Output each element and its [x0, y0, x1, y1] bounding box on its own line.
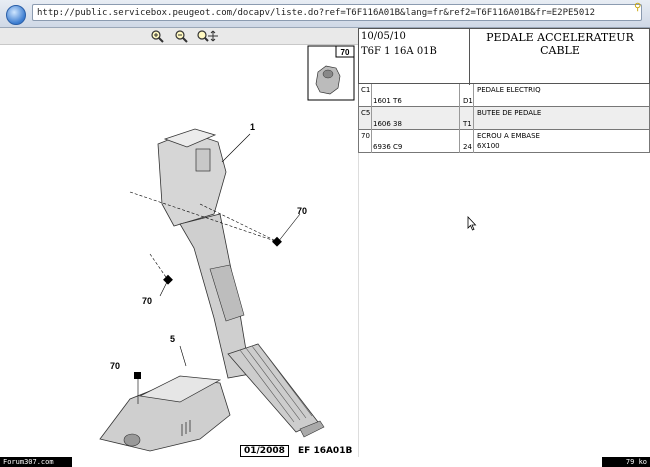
- status-bar: Forum307.com 79 ko: [0, 457, 650, 467]
- url-input[interactable]: http://public.servicebox.peugeot.com/doc…: [32, 4, 642, 21]
- pedal-assembly: [129, 128, 325, 438]
- footer-plate-code: EF 16A01B: [298, 446, 353, 456]
- parts-table: C1 1601 T6 D1 PEDALE ELECTRIQ C5 1606 38…: [358, 84, 650, 153]
- callout-70-left: 70: [142, 296, 152, 306]
- header-reference: T6F 1 16A 01B: [361, 46, 437, 57]
- callout-70-bottom: 70: [110, 361, 120, 371]
- mouse-cursor-icon: [467, 216, 477, 231]
- header-title: PEDALE ACCELERATEUR CABLE: [471, 31, 649, 57]
- part-extra: 6X100: [477, 142, 500, 150]
- part-description: ECROU A EMBASE: [477, 132, 540, 140]
- callout-70-right: 70: [297, 206, 307, 216]
- part-qty: 24: [463, 143, 472, 151]
- zoom-out-icon[interactable]: [174, 29, 190, 43]
- part-reference: 6936 C9: [373, 143, 403, 151]
- inset-label: 70: [341, 48, 350, 57]
- part-code: 70: [361, 132, 370, 140]
- zoom-in-icon[interactable]: [150, 29, 166, 43]
- part-qty: D1: [463, 97, 473, 105]
- callout-5: 5: [170, 334, 175, 344]
- drawing-viewer: 70: [0, 28, 359, 459]
- part-code: C5: [361, 109, 371, 117]
- title-line-1: PEDALE ACCELERATEUR: [486, 31, 634, 44]
- part-reference: 1601 T6: [373, 97, 402, 105]
- title-line-2: CABLE: [540, 44, 580, 57]
- url-text: http://public.servicebox.peugeot.com/doc…: [37, 8, 596, 18]
- part-code: C1: [361, 86, 371, 94]
- part-qty: T1: [463, 120, 472, 128]
- parts-drawing: 70: [99, 45, 355, 452]
- callout-1: 1: [250, 122, 255, 132]
- status-site: Forum307.com: [0, 457, 72, 467]
- globe-icon[interactable]: [6, 5, 26, 25]
- header-date: 10/05/10: [361, 31, 406, 42]
- table-row[interactable]: C5 1606 38 T1 BUTEE DE PEDALE: [358, 107, 650, 130]
- part-description: PEDALE ELECTRIQ: [477, 86, 541, 94]
- parts-panel: 10/05/10 T6F 1 16A 01B PEDALE ACCELERATE…: [358, 28, 650, 459]
- table-row[interactable]: 70 6936 C9 24 ECROU A EMBASE 6X100: [358, 130, 650, 153]
- footer-date-code: 01/2008: [240, 445, 289, 457]
- header-table: 10/05/10 T6F 1 16A 01B PEDALE ACCELERATE…: [358, 28, 650, 85]
- part-reference: 1606 38: [373, 120, 402, 128]
- inset-nut-drawing: 70: [307, 45, 355, 101]
- address-bar: http://public.servicebox.peugeot.com/doc…: [0, 0, 650, 28]
- zoom-pan-icon[interactable]: [196, 29, 218, 43]
- footer-codes: 01/2008 EF 16A01B: [240, 445, 353, 457]
- part-description: BUTEE DE PEDALE: [477, 109, 542, 117]
- zoom-toolbar: [0, 28, 358, 45]
- status-size: 79 ko: [602, 457, 650, 467]
- table-row[interactable]: C1 1601 T6 D1 PEDALE ELECTRIQ: [358, 84, 650, 107]
- sensor-module: [99, 345, 231, 452]
- header-divider: [469, 29, 470, 85]
- pin-icon[interactable]: ⚲: [634, 2, 642, 13]
